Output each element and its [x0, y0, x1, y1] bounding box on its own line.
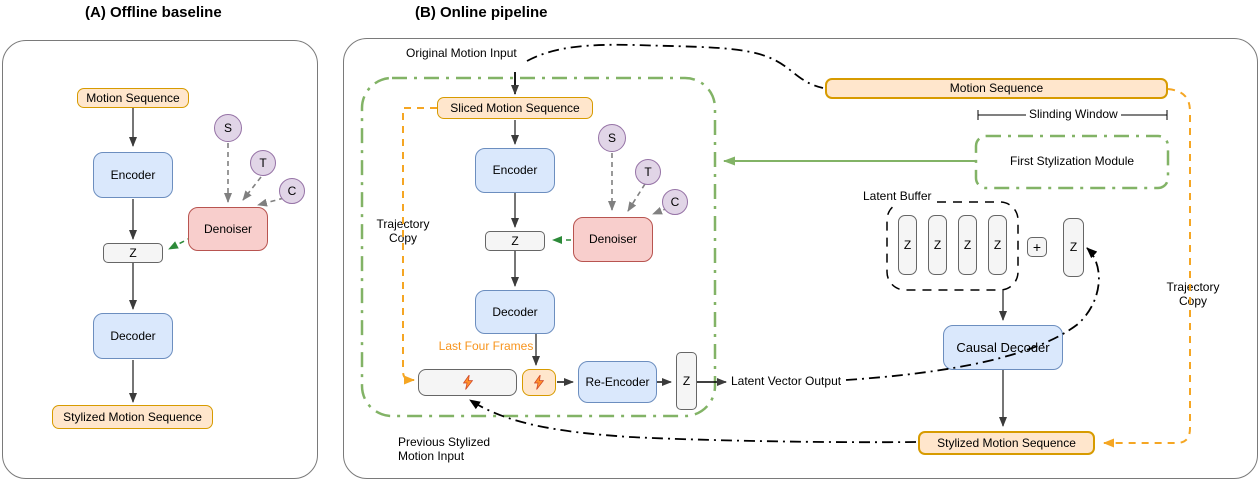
style-s-circle-a: S	[214, 114, 242, 142]
previous-stylized-motion-input-label: Previous Stylized Motion Input	[398, 435, 491, 464]
causal-decoder-box: Causal Decoder	[943, 325, 1063, 370]
stylized-motion-sequence-box-b: Stylized Motion Sequence	[918, 431, 1095, 455]
style-c-circle-b: C	[662, 189, 688, 215]
style-t-circle-a: T	[250, 150, 276, 176]
latent-z-box-b: Z	[485, 231, 545, 251]
panel-a-border	[2, 40, 318, 479]
re-encoder-box: Re-Encoder	[578, 361, 657, 403]
stylized-motion-sequence-box-a: Stylized Motion Sequence	[52, 405, 213, 429]
previous-frames-buffer-box	[418, 369, 517, 396]
trajectory-copy-right-line2: Copy	[1178, 293, 1207, 308]
original-motion-input-label: Original Motion Input	[406, 46, 517, 60]
previous-stylized-line2: Motion Input	[398, 448, 465, 463]
decoder-box-a: Decoder	[93, 313, 173, 359]
panel-a-title: (A) Offline baseline	[85, 4, 222, 21]
latent-z-box-a: Z	[103, 243, 163, 263]
trajectory-copy-left-line2: Copy	[388, 230, 417, 245]
buffer-z-cell: Z	[898, 215, 917, 275]
lightning-icon	[462, 375, 473, 390]
latent-buffer-label: Latent Buffer	[860, 189, 935, 204]
trajectory-copy-left-line1: Trajectory	[376, 217, 430, 231]
new-latent-z-box: Z	[1063, 218, 1084, 277]
first-stylization-module-label: First Stylization Module	[1010, 154, 1135, 168]
denoiser-box-b: Denoiser	[573, 217, 653, 262]
last-frames-box	[522, 369, 556, 396]
denoiser-box-a: Denoiser	[188, 207, 268, 251]
encoder-box-a: Encoder	[93, 152, 173, 198]
motion-sequence-box-a: Motion Sequence	[77, 88, 189, 108]
latent-vector-output-label: Latent Vector Output	[731, 374, 842, 388]
latent-buffer-border	[886, 201, 1019, 291]
decoder-box-b: Decoder	[475, 290, 555, 334]
trajectory-copy-left-label: Trajectory Copy	[370, 217, 436, 246]
latent-output-z-box: Z	[676, 352, 697, 410]
lightning-icon	[534, 375, 544, 390]
motion-sequence-box-b: Motion Sequence	[825, 78, 1168, 99]
buffer-z-cell: Z	[928, 215, 947, 275]
buffer-z-cell: Z	[988, 215, 1007, 275]
buffer-z-cell: Z	[958, 215, 977, 275]
sliced-motion-sequence-box: Sliced Motion Sequence	[437, 97, 593, 119]
last-four-frames-label: Last Four Frames	[438, 339, 534, 353]
previous-stylized-line1: Previous Stylized	[398, 435, 491, 449]
style-t-circle-b: T	[635, 159, 661, 185]
encoder-box-b: Encoder	[475, 148, 555, 193]
trajectory-copy-right-label: Trajectory Copy	[1160, 280, 1226, 309]
style-s-circle-b: S	[598, 124, 626, 152]
sliding-window-label: Slinding Window	[1026, 107, 1121, 122]
panel-b-border	[343, 38, 1258, 479]
panel-b-title: (B) Online pipeline	[415, 4, 548, 21]
plus-operator-box: +	[1027, 237, 1047, 257]
style-c-circle-a: C	[279, 178, 305, 204]
trajectory-copy-right-line1: Trajectory	[1166, 280, 1220, 294]
